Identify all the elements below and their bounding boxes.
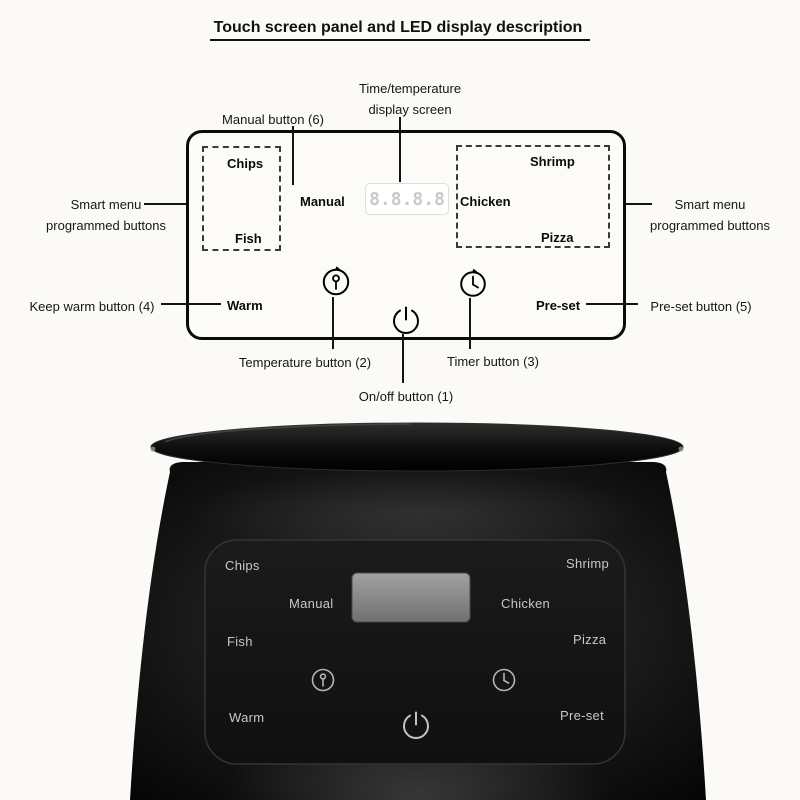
callout-line-smart-right [626, 203, 652, 205]
fryer-timer-icon [492, 668, 516, 692]
fryer-chicken-label: Chicken [501, 596, 551, 611]
fryer-power-icon [403, 711, 429, 739]
preset-button-label: Pre-set [536, 298, 581, 313]
power-icon [393, 306, 419, 334]
callout-keep-warm-button: Keep warm button (4) [29, 299, 155, 314]
callout-line-preset [586, 303, 638, 305]
timer-icon [460, 268, 486, 297]
fish-button-label: Fish [235, 231, 262, 246]
fryer-shrimp-label: Shrimp [566, 556, 609, 571]
fryer-preset-label: Pre-set [560, 708, 605, 723]
control-panel-diagram: Chips Fish Manual Chicken Shrimp Pizza W… [186, 130, 626, 340]
led-display: 8.8.8.8 [365, 183, 449, 215]
callout-temperature-button: Temperature button (2) [238, 355, 372, 370]
callout-smart-left-line1: Smart menu [70, 197, 142, 212]
callout-line-display [399, 117, 401, 182]
right-smart-menu-box [456, 145, 610, 248]
page-title: Touch screen panel and LED display descr… [0, 19, 800, 41]
callout-smart-right-line1: Smart menu [674, 197, 746, 212]
page-title-text: Touch screen panel and LED display descr… [209, 19, 591, 41]
callout-preset-button: Pre-set button (5) [650, 299, 752, 314]
callout-timer-button: Timer button (3) [447, 354, 539, 369]
callout-line-warm [161, 303, 221, 305]
callout-display-screen: Time/temperature display screen [359, 78, 461, 120]
led-digits: 8.8.8.8 [369, 188, 445, 210]
fryer-temperature-icon [311, 668, 335, 692]
callout-smart-menu-left: Smart menu programmed buttons [46, 194, 166, 236]
left-smart-menu-box [202, 146, 281, 251]
fryer-fish-label: Fish [227, 634, 253, 649]
air-fryer-photo: Chips Shrimp Manual Chicken Fish Pizza W… [0, 420, 800, 800]
callout-display-line2: display screen [368, 102, 452, 117]
fryer-pizza-label: Pizza [573, 632, 607, 647]
callout-line-smart-left [144, 203, 186, 205]
temperature-icon [322, 266, 350, 296]
fryer-lid-rim [150, 422, 684, 472]
fryer-warm-label: Warm [229, 710, 265, 725]
callout-manual-button: Manual button (6) [222, 112, 324, 127]
callout-line-power [402, 334, 404, 383]
warm-button-label: Warm [227, 298, 263, 313]
manual-button-label: Manual [300, 194, 345, 209]
callout-line-temperature [332, 297, 334, 349]
air-fryer-illustration [130, 422, 706, 800]
fryer-manual-label: Manual [289, 596, 334, 611]
chicken-button-label: Chicken [460, 194, 511, 209]
chips-button-label: Chips [227, 156, 264, 171]
callout-onoff-button: On/off button (1) [358, 389, 454, 404]
callout-smart-left-line2: programmed buttons [46, 218, 166, 233]
callout-display-line1: Time/temperature [358, 81, 462, 96]
fryer-led-display [351, 572, 471, 623]
callout-line-timer [469, 298, 471, 349]
callout-smart-menu-right: Smart menu programmed buttons [650, 194, 770, 236]
callout-line-manual [292, 126, 294, 185]
shrimp-button-label: Shrimp [530, 154, 575, 169]
callout-smart-right-line2: programmed buttons [650, 218, 770, 233]
fryer-control-panel [204, 539, 626, 765]
pizza-button-label: Pizza [541, 230, 574, 245]
fryer-chips-label: Chips [225, 558, 260, 573]
